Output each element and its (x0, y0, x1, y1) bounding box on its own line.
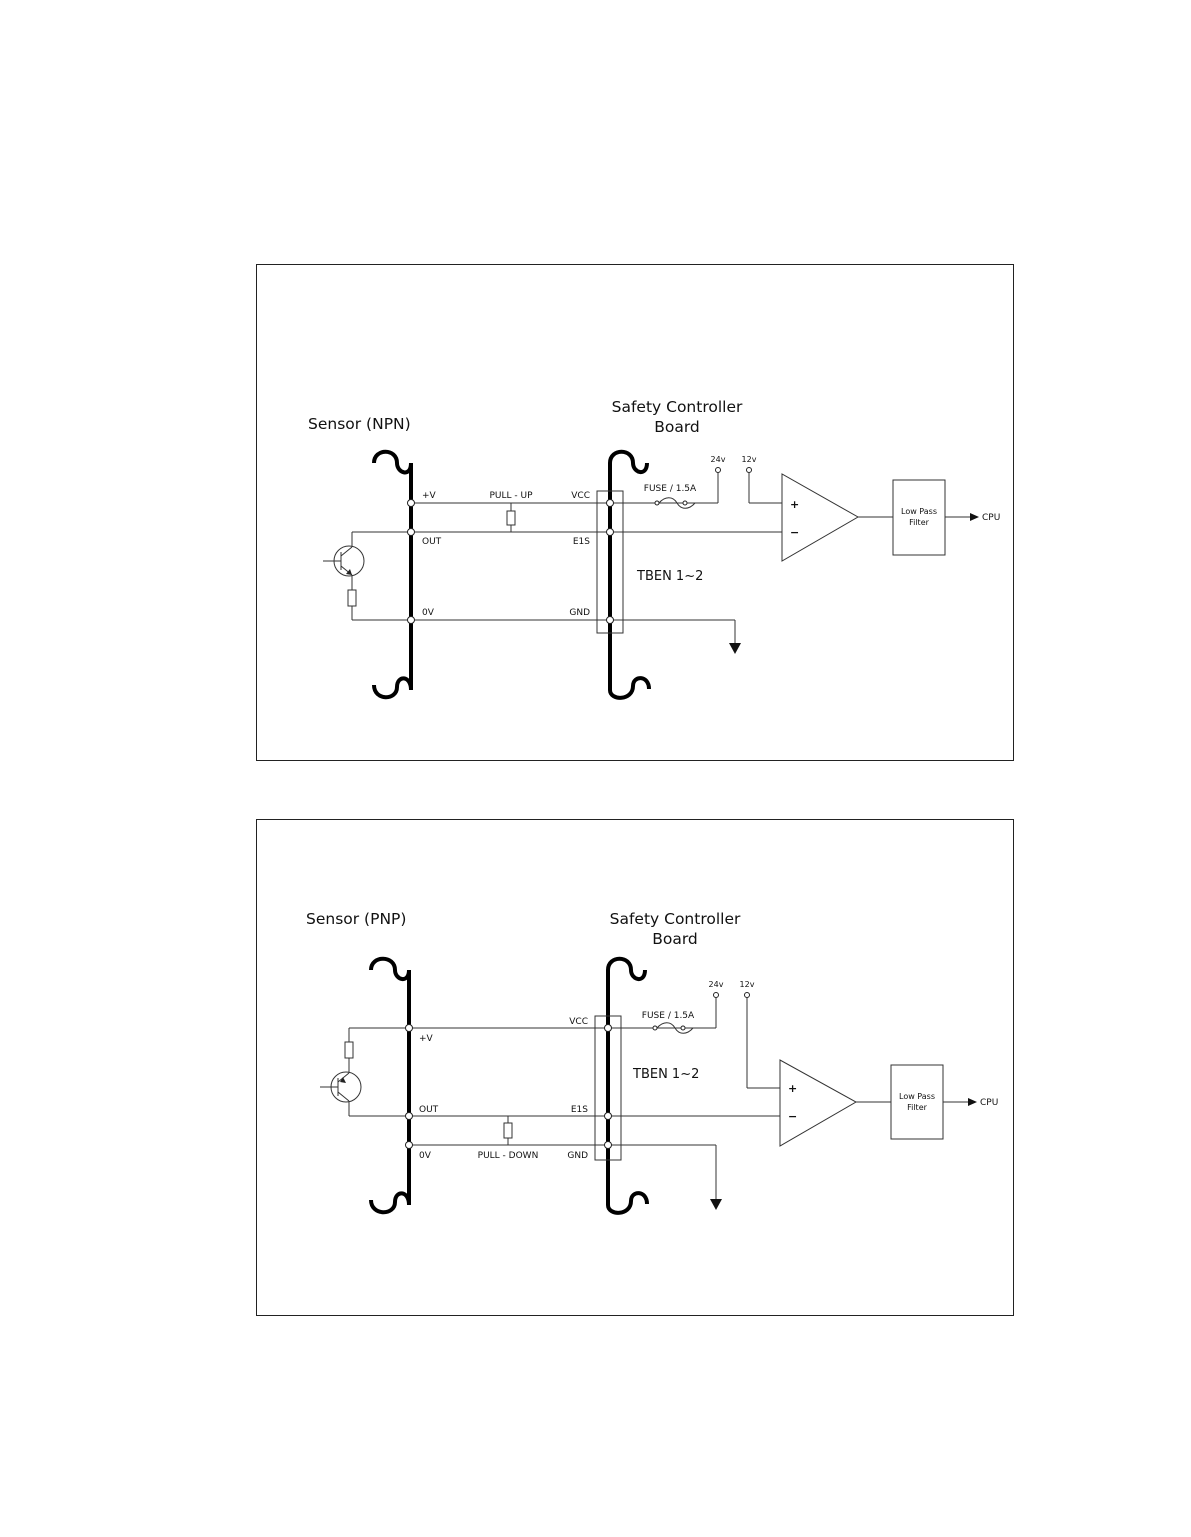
term-gnd-label: GND (569, 608, 590, 618)
filter-label-line1: Low Pass (901, 507, 937, 516)
sensor-bus (371, 959, 409, 1213)
sensor-bus (374, 452, 411, 698)
node-sensor-out (408, 529, 415, 536)
opamp-minus-sign: − (788, 1110, 797, 1123)
term-e1s-label: E1S (573, 537, 590, 547)
pin-0v-label: 0V (422, 608, 435, 618)
filter-label-line2: Filter (909, 518, 930, 527)
pin-0v-label: 0V (419, 1151, 432, 1161)
pull-up-resistor (507, 511, 515, 525)
pin-out-label: OUT (419, 1105, 439, 1115)
supply-12v-terminal (747, 468, 752, 473)
sensor-title: Sensor (NPN) (308, 415, 411, 433)
supply-12v-terminal (745, 993, 750, 998)
filter-label-line2: Filter (907, 1103, 928, 1112)
opamp-plus-sign: + (790, 498, 799, 511)
controller-title-line2: Board (654, 418, 700, 436)
term-vcc-label: VCC (569, 1017, 588, 1027)
fuse-label: FUSE / 1.5A (644, 484, 697, 494)
opamp-plus-sign: + (788, 1082, 797, 1095)
node-ctrl-gnd (605, 1142, 612, 1149)
output-arrow (968, 1098, 977, 1106)
supply-12v-label: 12v (740, 980, 755, 989)
collector-resistor (345, 1042, 353, 1058)
resistor-label: PULL - UP (489, 491, 533, 501)
node-sensor-0v (408, 617, 415, 624)
node-sensor-0v (406, 1142, 413, 1149)
low-pass-filter (891, 1065, 943, 1139)
opamp-minus-sign: − (790, 526, 799, 539)
npn-diagram-svg: Sensor (NPN) Safety Controller Board PUL… (257, 265, 1015, 762)
pin-vplus-label: +V (419, 1034, 434, 1044)
ground-arrow (729, 643, 741, 654)
supply-24v-label: 24v (711, 455, 726, 464)
controller-title-line1: Safety Controller (610, 910, 741, 928)
ground-arrow (710, 1199, 722, 1210)
supply-24v-terminal (714, 993, 719, 998)
output-label: CPU (980, 1098, 998, 1108)
supply-24v-label: 24v (709, 980, 724, 989)
output-label: CPU (982, 513, 1000, 523)
pin-out-label: OUT (422, 537, 442, 547)
supply-12v-label: 12v (742, 455, 757, 464)
node-ctrl-vcc (605, 1025, 612, 1032)
filter-label-line1: Low Pass (899, 1092, 935, 1101)
npn-wiring-diagram: Sensor (NPN) Safety Controller Board PUL… (256, 264, 1014, 761)
controller-bus (608, 959, 647, 1213)
node-ctrl-gnd (607, 617, 614, 624)
comparator-opamp (780, 1060, 856, 1146)
supply-24v-terminal (716, 468, 721, 473)
node-ctrl-e1s (605, 1113, 612, 1120)
tben-label: TBEN 1~2 (636, 569, 703, 584)
tben-label: TBEN 1~2 (632, 1067, 699, 1082)
pnp-wiring-diagram: Sensor (PNP) Safety Controller Board PUL… (256, 819, 1014, 1316)
node-sensor-vplus (406, 1025, 413, 1032)
pin-vplus-label: +V (422, 491, 437, 501)
controller-title-line1: Safety Controller (612, 398, 743, 416)
node-sensor-out (406, 1113, 413, 1120)
node-ctrl-e1s (607, 529, 614, 536)
term-e1s-label: E1S (571, 1105, 588, 1115)
emitter-resistor (348, 590, 356, 606)
pnp-diagram-svg: Sensor (PNP) Safety Controller Board PUL… (257, 820, 1015, 1317)
resistor-label: PULL - DOWN (478, 1151, 539, 1161)
fuse-label: FUSE / 1.5A (642, 1011, 695, 1021)
node-ctrl-vcc (607, 500, 614, 507)
pull-down-resistor (504, 1123, 512, 1138)
controller-title-line2: Board (652, 930, 698, 948)
output-arrow (970, 513, 979, 521)
sensor-title: Sensor (PNP) (306, 910, 406, 928)
node-sensor-vplus (408, 500, 415, 507)
comparator-opamp (782, 474, 858, 561)
term-vcc-label: VCC (571, 491, 590, 501)
term-gnd-label: GND (567, 1151, 588, 1161)
